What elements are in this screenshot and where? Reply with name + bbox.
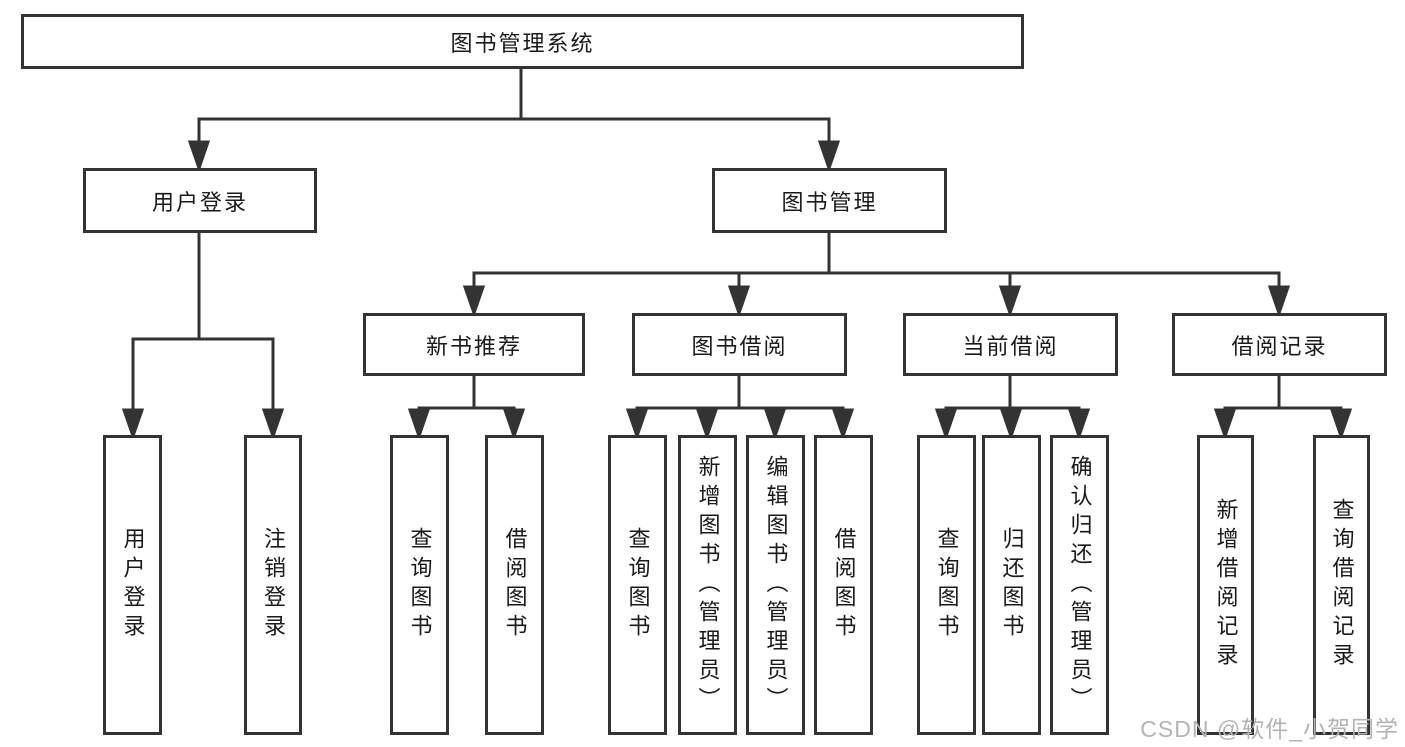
node-new-book-recommend-label: 新书推荐 — [425, 333, 522, 359]
leaf-query-books-1: 查询图书 — [390, 435, 449, 735]
leaf-borrow-books-1-label: 借阅图书 — [502, 527, 528, 643]
connector-borrow-records-to-leaves — [1213, 376, 1353, 441]
leaf-user-login: 用户登录 — [103, 435, 162, 735]
leaf-edit-book-admin: 编辑图书（管理员） — [746, 435, 805, 735]
leaf-query-books-2-label: 查询图书 — [625, 527, 651, 643]
leaf-query-borrow-record: 查询借阅记录 — [1313, 435, 1370, 735]
node-book-borrow-label: 图书借阅 — [691, 333, 788, 359]
connector-new-book-to-leaves — [407, 376, 526, 441]
node-book-mgmt-label: 图书管理 — [781, 189, 878, 215]
leaf-return-book: 归还图书 — [982, 435, 1041, 735]
leaf-add-book-admin-label: 新增图书（管理员） — [695, 454, 721, 716]
leaf-borrow-books-1: 借阅图书 — [485, 435, 544, 735]
node-root: 图书管理系统 — [21, 14, 1024, 69]
leaf-logout-label: 注销登录 — [261, 527, 286, 643]
node-current-borrow-label: 当前借阅 — [962, 333, 1059, 359]
leaf-edit-book-admin-label: 编辑图书（管理员） — [763, 454, 789, 716]
node-new-book-recommend: 新书推荐 — [363, 313, 585, 376]
leaf-query-books-3-label: 查询图书 — [934, 527, 960, 643]
leaf-query-books-1-label: 查询图书 — [407, 527, 433, 643]
node-book-mgmt: 图书管理 — [712, 168, 947, 233]
node-current-borrow: 当前借阅 — [903, 313, 1118, 376]
leaf-confirm-return-admin-label: 确认归还（管理员） — [1067, 454, 1093, 716]
leaf-confirm-return-admin: 确认归还（管理员） — [1050, 435, 1109, 735]
connector-root-to-level2 — [187, 69, 841, 173]
watermark: CSDN @软件_小贺同学 — [1140, 716, 1399, 742]
leaf-query-borrow-record-label: 查询借阅记录 — [1329, 498, 1355, 672]
leaf-user-login-label: 用户登录 — [120, 527, 146, 643]
connector-user-login-to-leaves — [121, 233, 285, 441]
leaf-logout: 注销登录 — [244, 435, 302, 735]
connector-book-borrow-to-leaves — [625, 376, 855, 441]
node-book-borrow: 图书借阅 — [632, 313, 847, 376]
node-root-label: 图书管理系统 — [450, 30, 595, 56]
connector-book-mgmt-to-sections — [462, 233, 1291, 318]
node-user-login-label: 用户登录 — [151, 189, 248, 215]
connector-current-borrow-to-leaves — [934, 376, 1091, 441]
leaf-borrow-books-2-label: 借阅图书 — [831, 527, 857, 643]
leaf-query-books-2: 查询图书 — [608, 435, 667, 735]
leaf-add-borrow-record-label: 新增借阅记录 — [1213, 498, 1239, 672]
leaf-return-book-label: 归还图书 — [999, 527, 1025, 643]
leaf-add-borrow-record: 新增借阅记录 — [1197, 435, 1254, 735]
node-borrow-records: 借阅记录 — [1172, 313, 1387, 376]
node-user-login: 用户登录 — [83, 168, 317, 233]
node-borrow-records-label: 借阅记录 — [1231, 333, 1328, 359]
leaf-borrow-books-2: 借阅图书 — [814, 435, 873, 735]
leaf-query-books-3: 查询图书 — [917, 435, 976, 735]
leaf-add-book-admin: 新增图书（管理员） — [678, 435, 737, 735]
